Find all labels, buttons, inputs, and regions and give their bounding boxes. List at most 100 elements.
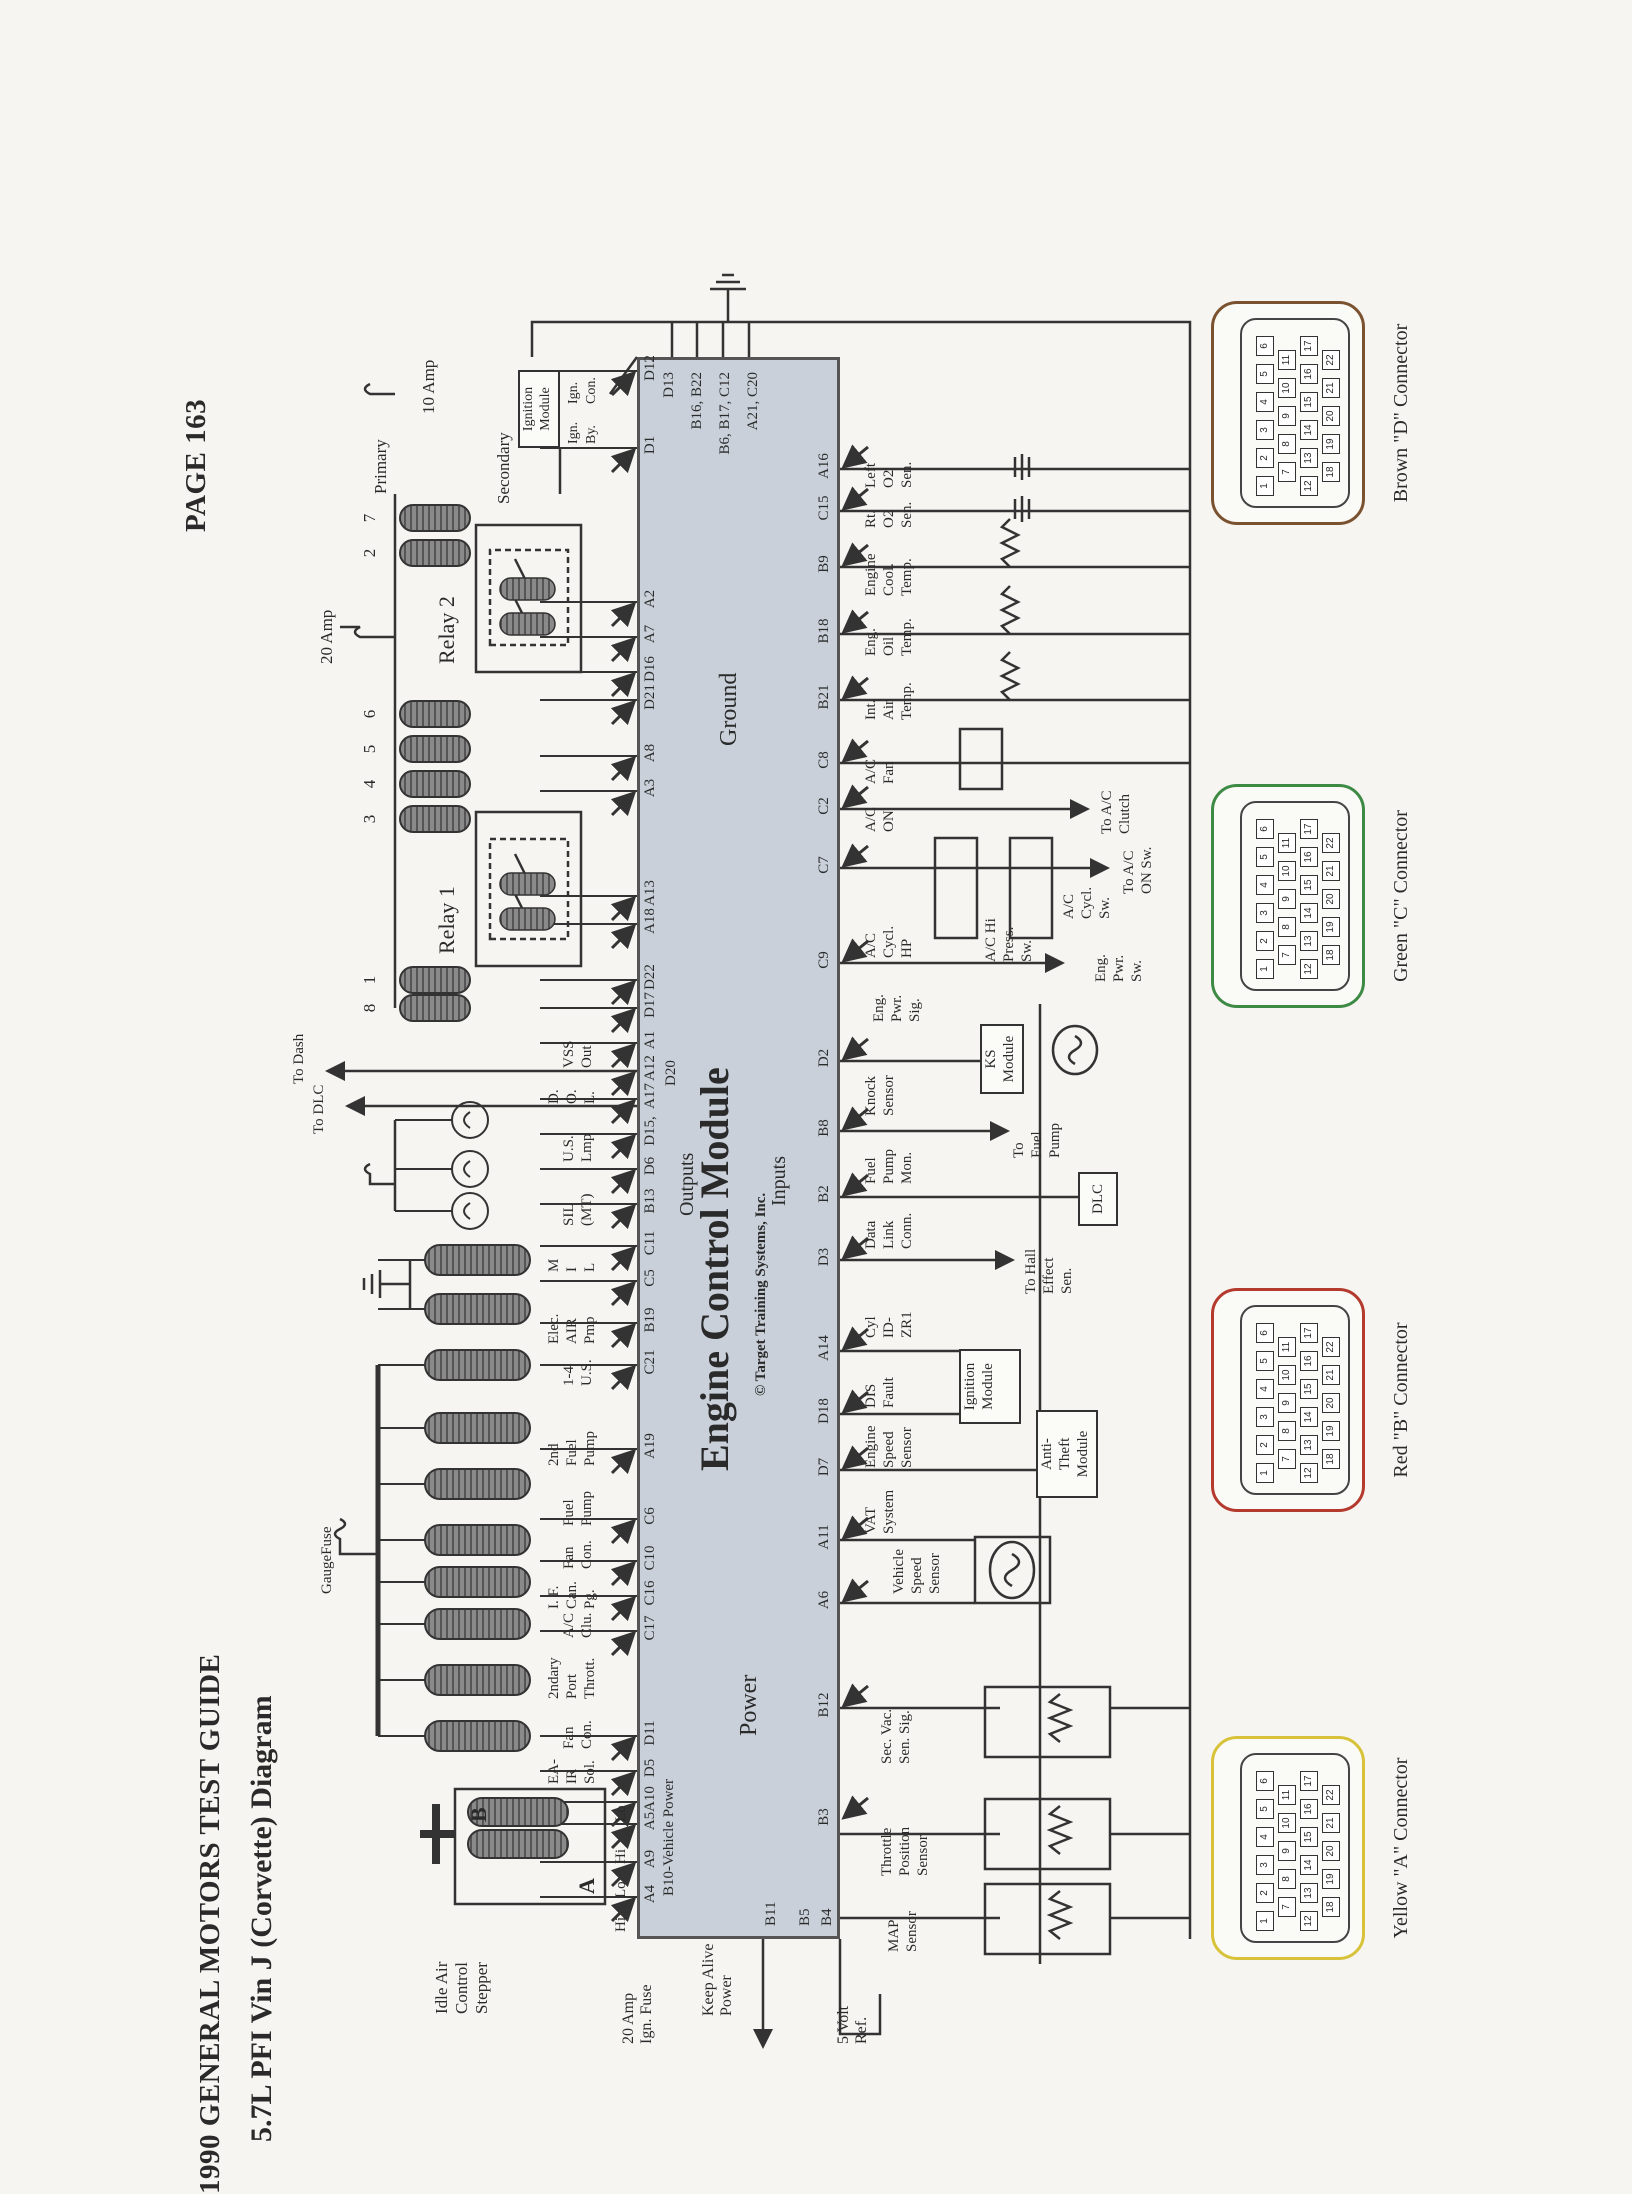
primary-label: Primary	[371, 439, 390, 494]
ecm-pin-label: A13	[642, 880, 658, 906]
output-arrow-icon	[610, 790, 637, 817]
output-label: SIL (MT)	[561, 1193, 595, 1227]
connector-pin: 15	[1300, 1379, 1318, 1399]
connector-pin: 2	[1256, 448, 1274, 468]
output-label: U.S. Lmp	[561, 1133, 595, 1162]
ecm-pin-label: C6	[642, 1507, 658, 1525]
connector-pin: 2	[1256, 931, 1274, 951]
connector-pin: 12	[1300, 959, 1318, 979]
connector-pin: 19	[1322, 1869, 1340, 1889]
ecm-pin-label: C7	[816, 856, 832, 874]
output-arrow-icon	[610, 1560, 637, 1587]
connector-pin: 18	[1322, 945, 1340, 965]
connector-pin: 22	[1322, 1337, 1340, 1357]
connector-label: Red "B" Connector	[1390, 1322, 1412, 1478]
relay-coil-icon	[399, 966, 471, 994]
output-arrow-icon	[610, 1896, 637, 1923]
connector-pin: 12	[1300, 1911, 1318, 1931]
connector-pin: 11	[1278, 833, 1296, 853]
connector-pin: 12	[1300, 476, 1318, 496]
ecm-pin-label: B13	[642, 1188, 658, 1214]
solenoid-coil-icon	[424, 1244, 531, 1276]
connector-pin: 4	[1256, 1379, 1274, 1399]
eng-pwr-sw-label: Eng. Pwr. Sw.	[1093, 954, 1145, 982]
connector-pin: 1	[1256, 1463, 1274, 1483]
input-arrow-icon	[841, 1515, 869, 1540]
ecm-pin-label: A6	[816, 1590, 832, 1610]
iac-hi-label: Hi	[613, 1917, 629, 1932]
ecm-title: Engine Control Module	[692, 1067, 737, 1471]
pin-b4: B4	[819, 1908, 835, 1926]
connector-pin: 7	[1278, 1897, 1296, 1917]
input-arrow-icon	[841, 609, 869, 634]
connector-pin: 20	[1322, 1841, 1340, 1861]
ac-on-label: A/C ON	[863, 806, 897, 832]
solenoid-coil-icon	[424, 1720, 531, 1752]
output-arrow-icon	[610, 1770, 637, 1797]
connector-pin: 8	[1278, 917, 1296, 937]
knock-sensor-label: Knock Sensor	[863, 1075, 897, 1116]
solenoid-coil-icon	[424, 1293, 531, 1325]
lamp-wire	[395, 1160, 471, 1178]
sec-vac-label: Sec. Vac. Sen. Sig.	[879, 1708, 913, 1764]
input-arrow-icon	[841, 938, 869, 963]
ecm-pin-label: B8	[816, 1119, 832, 1137]
connector-pin: 22	[1322, 1785, 1340, 1805]
diagram-title: 5.7L PFI Vin J (Corvette) Diagram	[245, 1695, 278, 2142]
connector-pin: 6	[1256, 819, 1274, 839]
connector-pin: 11	[1278, 1337, 1296, 1357]
relay-terminal-number: 4	[360, 779, 379, 789]
output-arrow-icon	[610, 1448, 637, 1475]
input-arrow-icon	[841, 444, 869, 469]
ecm-pin-label: C10	[642, 1545, 658, 1571]
output-arrow-icon	[610, 1042, 637, 1069]
connector-pin: 16	[1300, 1351, 1318, 1371]
relay-terminal-number: 3	[360, 814, 379, 824]
secondary-label: Secondary	[494, 432, 513, 504]
connector-pin: 17	[1300, 819, 1318, 839]
connector-pin: 15	[1300, 392, 1318, 412]
connector-label: Brown "D" Connector	[1390, 323, 1412, 503]
relay-terminal-number: 6	[360, 709, 379, 719]
connector-pin: 21	[1322, 378, 1340, 398]
ect-label: Engine Cool. Temp.	[863, 553, 915, 597]
engine-speed-sensor-label: Engine Speed Sensor	[863, 1425, 915, 1469]
left-o2-label: Left O2 Sen.	[863, 461, 915, 488]
relay-coil-icon	[399, 805, 471, 833]
relay-terminal-number: 2	[360, 548, 379, 558]
relay-terminal-number: 5	[360, 744, 379, 754]
five-volt-ref-label: 5 Volt Ref.	[835, 2005, 870, 2044]
cyl-id-label: Cyl ID- ZR1	[863, 1311, 915, 1338]
connector-label: Green "C" Connector	[1390, 810, 1412, 982]
output-arrow-icon	[610, 1735, 637, 1762]
connector-pin: 14	[1300, 1407, 1318, 1427]
ac-cycl-hp-label: A/C Cycl. HP	[863, 925, 915, 958]
relay-terminal-number: 8	[360, 1003, 379, 1013]
connector-pin: 1	[1256, 476, 1274, 496]
connector-pin: 1	[1256, 1911, 1274, 1931]
output-arrow-icon	[610, 1070, 637, 1097]
input-arrow-icon	[841, 1326, 869, 1351]
relay-coil-icon	[399, 994, 471, 1022]
connector-pin: 16	[1300, 847, 1318, 867]
output-arrow-icon	[610, 1098, 637, 1125]
coil-b-label: B	[466, 1807, 491, 1822]
connector-pin: 17	[1300, 336, 1318, 356]
to-ac-on-sw-label: To A/C ON Sw.	[1121, 846, 1155, 894]
output-label: 2ndary Port Thrott.	[546, 1657, 598, 1699]
ecm-pin-label: A4	[642, 1884, 658, 1904]
iac-stepper-label: Idle Air Control Stepper	[432, 1961, 491, 2014]
relay-winding-icon	[499, 907, 556, 931]
output-label: Fuel Pump	[561, 1490, 595, 1526]
ecm-pin-label: C2	[816, 797, 832, 815]
connector-pin: 20	[1322, 1393, 1340, 1413]
connector-pin: 18	[1322, 1897, 1340, 1917]
output-arrow-icon	[610, 370, 637, 397]
connector-pin: 9	[1278, 406, 1296, 426]
connector-pin: 5	[1256, 1351, 1274, 1371]
output-arrow-icon	[610, 1801, 637, 1828]
relay-winding-icon	[499, 577, 556, 601]
